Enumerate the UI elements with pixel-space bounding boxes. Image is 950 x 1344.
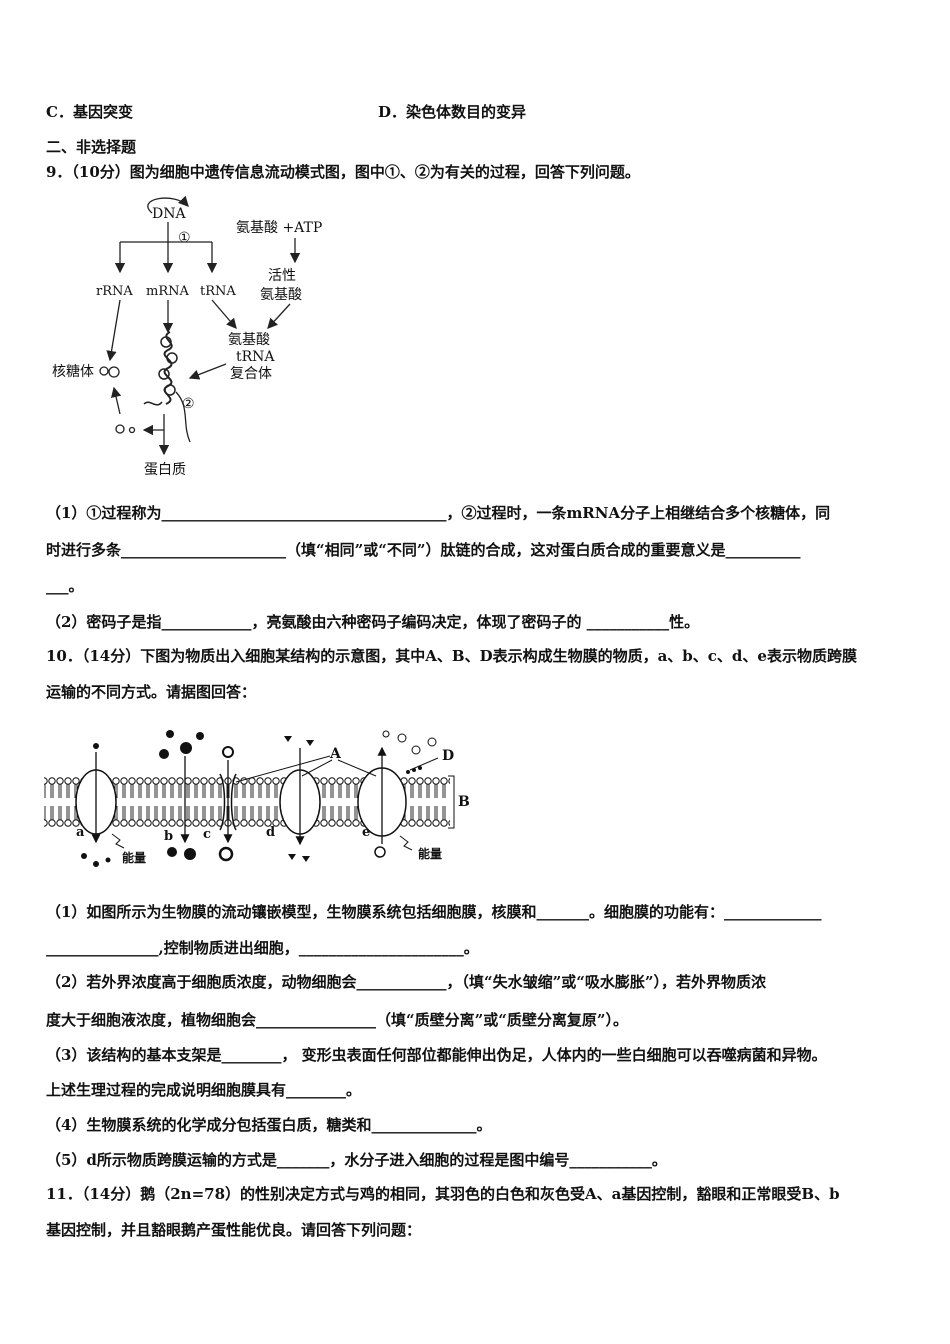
- active-amino-label-1: 活性: [268, 268, 296, 284]
- option-d: D．染色体数目的变异: [378, 103, 527, 121]
- q9-stem: 9．（10分）图为细胞中遗传信息流动模式图，图中①、②为有关的过程，回答下列问题…: [46, 163, 640, 181]
- membrane-diagram: D A B a b c d e 能量 能量: [44, 730, 470, 867]
- process1-label: ①: [178, 230, 191, 246]
- label-b: b: [164, 829, 173, 844]
- q10-p3-line2: 上述生理过程的完成说明细胞膜具有________。: [46, 1081, 362, 1099]
- q9-p1-line2: 时进行多条______________________（填“相同”或“不同”）肽…: [46, 541, 801, 559]
- q10-stem-line2: 运输的不同方式。请据图回答：: [46, 683, 257, 701]
- q11-stem-line2: 基因控制，并且豁眼鹅产蛋性能优良。请回答下列问题：: [46, 1221, 422, 1239]
- q10-p2-line1: （2）若外界浓度高于细胞质浓度，动物细胞会____________，（填“失水皱…: [46, 973, 766, 991]
- q10-p2-line2: 度大于细胞液浓度，植物细胞会________________（填“质壁分离”或“…: [46, 1011, 629, 1029]
- replication-arrow: [147, 195, 189, 214]
- complex-label-1: 氨基酸: [228, 331, 270, 348]
- q10-p3-line1: （3）该结构的基本支架是________， 变形虫表面任何部位都能伸出伪足，人体…: [46, 1046, 827, 1064]
- q10-p5: （5）d所示物质跨膜运输的方式是_______，水分子进入细胞的过程是图中编号_…: [46, 1151, 667, 1169]
- q9-p1-line1: （1）①过程称为________________________________…: [46, 504, 831, 522]
- channel-protein: [219, 773, 237, 831]
- trna-label: tRNA: [200, 284, 236, 299]
- protein-label: 蛋白质: [144, 462, 186, 478]
- label-c: c: [203, 827, 211, 842]
- dna-label: DNA: [152, 206, 186, 222]
- ribosome-large: [108, 366, 120, 378]
- label-upper-d: D: [442, 748, 454, 764]
- q9-p1-line3: ___。: [46, 577, 84, 595]
- mrna-label: mRNA: [146, 284, 189, 299]
- rrna-label: rRNA: [96, 284, 133, 299]
- ribosome-label: 核糖体: [52, 364, 94, 380]
- label-upper-b: B: [458, 794, 470, 810]
- label-a: a: [76, 825, 85, 840]
- label-d: d: [266, 825, 275, 840]
- complex-label-3: 复合体: [230, 365, 272, 382]
- energy-label-2: 能量: [418, 846, 442, 861]
- complex-label-2: tRNA: [236, 349, 275, 365]
- q10-p4: （4）生物膜系统的化学成分包括蛋白质，糖类和______________。: [46, 1116, 492, 1134]
- label-upper-a: A: [329, 746, 342, 762]
- q10-p1-line2: _______________,控制物质进出细胞，_______________…: [46, 939, 479, 957]
- gene-expression-diagram: DNA ① rRNA mRNA tRNA 氨基酸 +ATP 活性 氨基酸 氨基酸…: [52, 195, 322, 478]
- amino-atp-label: 氨基酸 +ATP: [236, 219, 322, 236]
- option-c: C．基因突变: [46, 103, 133, 121]
- q11-stem-line1: 11．（14分）鹅（2n=78）的性别决定方式与鸡的相同，其羽色的白色和灰色受A…: [46, 1185, 840, 1203]
- ribosome-small: [99, 366, 109, 376]
- q10-stem-line1: 10．（14分）下图为物质出入细胞某结构的示意图，其中A、B、D表示构成生物膜的…: [46, 647, 857, 665]
- q10-p1-line1: （1）如图所示为生物膜的流动镶嵌模型，生物膜系统包括细胞膜，核膜和_______…: [46, 903, 822, 921]
- process2-label: ②: [182, 396, 195, 412]
- section-title: 二、非选择题: [46, 138, 137, 156]
- energy-label-1: 能量: [122, 850, 146, 865]
- label-e: e: [362, 825, 370, 840]
- active-amino-label-2: 氨基酸: [260, 286, 302, 303]
- q9-p2: （2）密码子是指____________，亮氨酸由六种密码子编码决定，体现了密码…: [46, 613, 700, 631]
